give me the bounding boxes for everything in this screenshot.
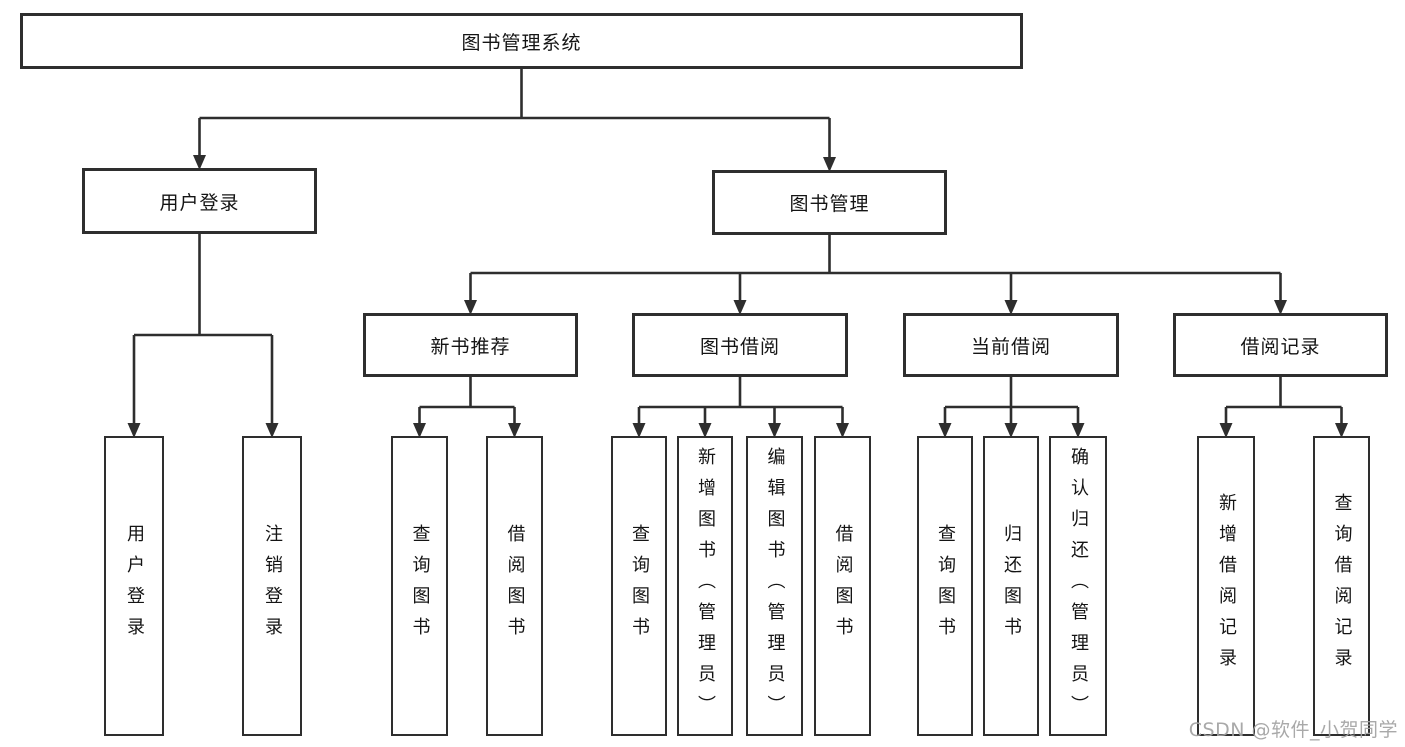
node-leaf-rec-borrow: 借阅图书 (486, 436, 543, 736)
node-label: 图书借阅 (699, 335, 780, 358)
node-leaf-user-login: 用户登录 (104, 436, 164, 736)
node-label: 借阅图书 (504, 524, 526, 648)
node-label: 用户登录 (124, 524, 145, 648)
node-book-mgmt: 图书管理 (712, 170, 947, 235)
node-label: 借阅记录 (1240, 335, 1321, 358)
node-label: 图书管理 (789, 193, 870, 215)
node-label: 查询借阅记录 (1331, 493, 1353, 679)
node-leaf-bb-borrow: 借阅图书 (814, 436, 871, 736)
watermark: CSDN @软件_小贺同学 (1188, 719, 1398, 741)
node-label: 图书管理系统 (461, 31, 582, 54)
node-label: 用户登录 (159, 191, 240, 214)
node-leaf-logout: 注销登录 (242, 436, 302, 736)
node-leaf-bb-add: 新增图书（管理员） (677, 436, 733, 736)
node-leaf-rc-add: 新增借阅记录 (1197, 436, 1255, 736)
node-current-borrow: 当前借阅 (903, 313, 1119, 377)
node-user-login: 用户登录 (82, 168, 317, 234)
node-borrow-records: 借阅记录 (1173, 313, 1388, 377)
node-label: 确认归还（管理员） (1068, 446, 1089, 726)
node-label: 查询图书 (935, 524, 956, 648)
node-label: 新增图书（管理员） (695, 446, 716, 726)
node-label: 查询图书 (629, 524, 650, 648)
node-leaf-rec-query: 查询图书 (391, 436, 448, 736)
node-new-book-rec: 新书推荐 (363, 313, 578, 377)
node-label: 归还图书 (1001, 524, 1022, 648)
node-label: 借阅图书 (832, 524, 854, 648)
node-leaf-cur-return: 归还图书 (983, 436, 1039, 736)
node-label: 查询图书 (409, 524, 431, 648)
node-label: 新增借阅记录 (1216, 493, 1237, 679)
node-label: 当前借阅 (970, 335, 1051, 358)
node-label: 编辑图书（管理员） (764, 446, 786, 726)
node-leaf-bb-query: 查询图书 (611, 436, 667, 736)
node-label: 注销登录 (262, 524, 283, 648)
node-leaf-rc-query: 查询借阅记录 (1313, 436, 1370, 736)
node-book-borrow: 图书借阅 (632, 313, 848, 377)
node-label: 新书推荐 (430, 335, 511, 358)
node-leaf-cur-query: 查询图书 (917, 436, 973, 736)
node-leaf-bb-edit: 编辑图书（管理员） (746, 436, 803, 736)
node-root: 图书管理系统 (20, 13, 1023, 69)
node-leaf-cur-confirm: 确认归还（管理员） (1049, 436, 1107, 736)
